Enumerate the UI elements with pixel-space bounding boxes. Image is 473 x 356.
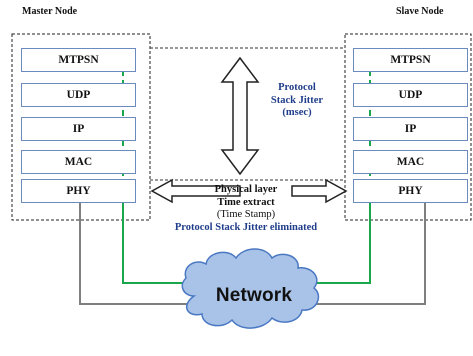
network-cloud-icon xyxy=(181,248,320,329)
jitter-label-line3: (msec) xyxy=(282,107,312,118)
master-node-title: Master Node xyxy=(22,6,78,17)
phy-left-arrow xyxy=(150,178,241,204)
jitter-label-line2: Stack Jitter xyxy=(270,94,324,106)
slave-layer-ip: IP xyxy=(353,117,468,141)
jitter-double-arrow xyxy=(220,56,260,176)
phy-caption-line2: Time extract xyxy=(217,196,275,208)
master-layer-mac: MAC xyxy=(21,150,136,174)
master-layer-phy: PHY xyxy=(21,179,136,203)
phy-caption-line3: (Time Stamp) xyxy=(216,209,276,220)
master-layer-mtpsn: MTPSN xyxy=(21,48,136,72)
phy-caption-line1: Physical layer xyxy=(214,184,278,195)
jitter-label-line1: Protocol xyxy=(278,82,316,93)
slave-layer-mtpsn: MTPSN xyxy=(353,48,468,72)
slave-layer-mac: MAC xyxy=(353,150,468,174)
slave-layer-udp: UDP xyxy=(353,83,468,107)
master-layer-ip: IP xyxy=(21,117,136,141)
slave-node-frame xyxy=(344,33,472,221)
jitter-label: Protocol Stack Jitter (msec) xyxy=(262,82,332,120)
network-label: Network xyxy=(215,285,293,306)
slave-node-title: Slave Node xyxy=(396,6,444,17)
master-layer-udp: UDP xyxy=(21,83,136,107)
phy-right-arrow xyxy=(291,178,348,204)
phy-caption: Physical layer Time extract (Time Stamp)… xyxy=(166,184,326,234)
slave-layer-phy: PHY xyxy=(353,179,468,203)
phy-caption-line4: Protocol Stack Jitter eliminated xyxy=(174,221,318,233)
